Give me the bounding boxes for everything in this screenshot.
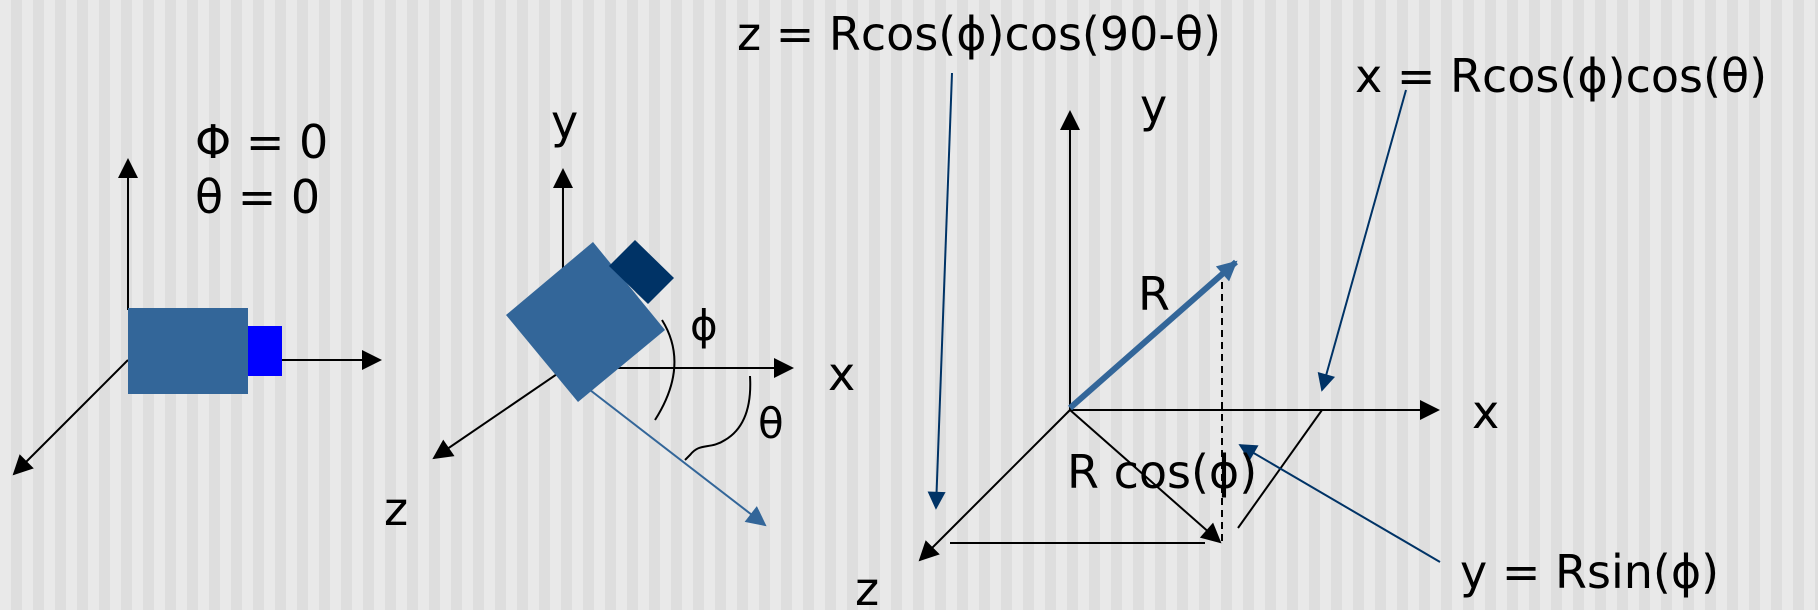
phi-angle-arc bbox=[654, 319, 676, 421]
middle-z-label: z bbox=[384, 482, 408, 536]
camera-body bbox=[128, 308, 248, 394]
r-vector bbox=[1068, 259, 1238, 411]
pointer-arrow-x bbox=[1317, 89, 1407, 392]
middle-z-axis bbox=[432, 371, 561, 460]
middle-x-label: x bbox=[828, 347, 855, 401]
phi-angle-label: ϕ bbox=[690, 301, 718, 350]
right-panel: y x z R R cos(ϕ) z = Rcos(ϕ)cos(90-θ) x … bbox=[737, 7, 1767, 610]
middle-y-label: y bbox=[551, 95, 578, 149]
right-y-label: y bbox=[1140, 79, 1167, 133]
projection-rcos-vector bbox=[1069, 409, 1222, 544]
right-z-label: z bbox=[855, 562, 879, 610]
pointer-arrow-y bbox=[1238, 444, 1441, 563]
right-x-label: x bbox=[1472, 385, 1499, 439]
equation-y: y = Rsin(ϕ) bbox=[1460, 545, 1719, 599]
theta-zero-label: θ = 0 bbox=[195, 170, 320, 224]
pointer-arrow-z bbox=[927, 72, 953, 510]
camera-body-rotated bbox=[506, 242, 665, 402]
equation-x: x = Rcos(ϕ)cos(θ) bbox=[1355, 49, 1767, 103]
camera-direction-vector bbox=[589, 389, 767, 527]
camera-lens bbox=[248, 326, 282, 376]
left-panel: Φ = 0 θ = 0 bbox=[12, 115, 382, 476]
rcos-phi-label: R cos(ϕ) bbox=[1067, 445, 1257, 499]
equation-z: z = Rcos(ϕ)cos(90-θ) bbox=[737, 7, 1221, 61]
theta-angle-label: θ bbox=[758, 399, 784, 448]
left-z-axis bbox=[12, 359, 129, 476]
phi-zero-label: Φ = 0 bbox=[195, 115, 328, 169]
camera-lens-rotated bbox=[609, 240, 674, 304]
right-z-axis bbox=[918, 409, 1071, 562]
theta-angle-brace bbox=[684, 375, 752, 461]
middle-panel: y x z ϕ θ bbox=[384, 95, 855, 536]
r-vector-label: R bbox=[1138, 267, 1170, 321]
